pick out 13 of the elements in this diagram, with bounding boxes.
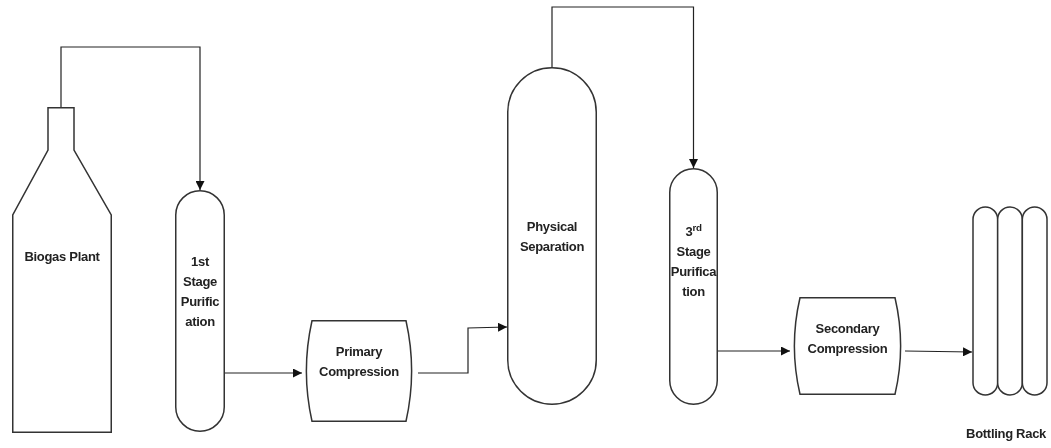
flow-arrow [717, 346, 791, 356]
flow-arrow [224, 368, 303, 378]
node-label: Physical Separation [518, 218, 586, 257]
flow-arrow [551, 6, 698, 169]
node-label: Primary Compression [318, 343, 400, 382]
flow-arrow [60, 46, 205, 191]
flow-arrow [904, 347, 973, 357]
node-label: Bottling Rack [965, 424, 1046, 443]
node-label: Biogas Plant [23, 248, 101, 266]
node-label: 1st Stage Purification [179, 253, 221, 332]
node-label: Secondary Compression [806, 320, 889, 359]
node-label: 3$^{rd}$ Stage Purification [669, 222, 718, 302]
flow-arrow [417, 322, 508, 374]
